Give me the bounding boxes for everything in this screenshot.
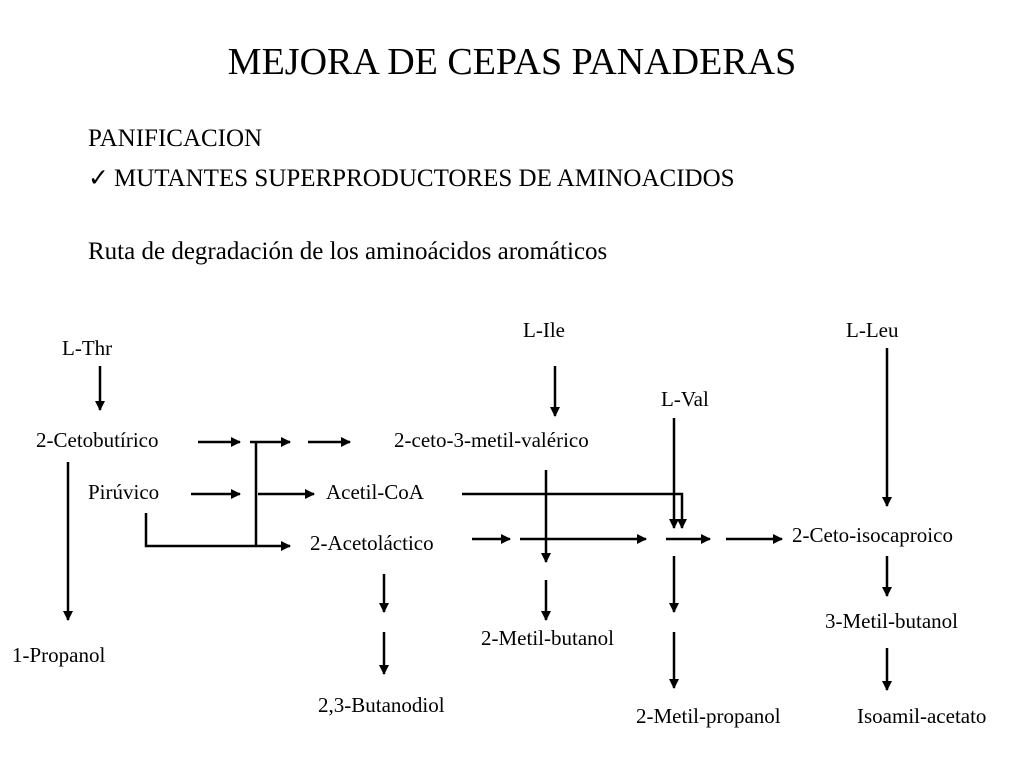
slide-title: MEJORA DE CEPAS PANADERAS	[227, 41, 797, 83]
node-2-acetolactico: 2-Acetoláctico	[310, 531, 434, 555]
node-isoamil-acetato: Isoamil-acetato	[857, 704, 987, 728]
node-acetil-coa: Acetil-CoA	[326, 480, 424, 504]
node-2-ceto-3-metil-valerico: 2-ceto-3-metil-valérico	[394, 428, 589, 452]
node-3-metil-butanol: 3-Metil-butanol	[825, 609, 958, 633]
node-l-leu: L-Leu	[846, 318, 899, 342]
bullet-item: ✓MUTANTES SUPERPRODUCTORES DE AMINOACIDO…	[88, 163, 735, 193]
node-2-3-butanodiol: 2,3-Butanodiol	[318, 693, 445, 717]
node-piruvico: Pirúvico	[88, 480, 160, 504]
bullet-text: MUTANTES SUPERPRODUCTORES DE AMINOACIDOS	[114, 165, 735, 192]
node-2-cetobutirico: 2-Cetobutírico	[36, 428, 159, 452]
node-l-ile: L-Ile	[523, 318, 565, 342]
node-2-metil-propanol: 2-Metil-propanol	[636, 704, 781, 728]
arrow-acetilcoa-junction	[462, 492, 687, 529]
node-2-metil-butanol: 2-Metil-butanol	[481, 626, 614, 650]
checkmark-icon: ✓	[88, 165, 109, 192]
node-l-val: L-Val	[661, 387, 709, 411]
node-1-propanol: 1-Propanol	[12, 643, 106, 667]
pathway-subtitle: Ruta de degradación de los aminoácidos a…	[88, 238, 608, 265]
node-l-thr: L-Thr	[62, 336, 113, 360]
section-heading: PANIFICACION	[88, 125, 263, 152]
node-2-ceto-isocaproico: 2-Ceto-isocaproico	[792, 523, 953, 547]
arrow-piruvico-acetolactico	[144, 513, 291, 551]
